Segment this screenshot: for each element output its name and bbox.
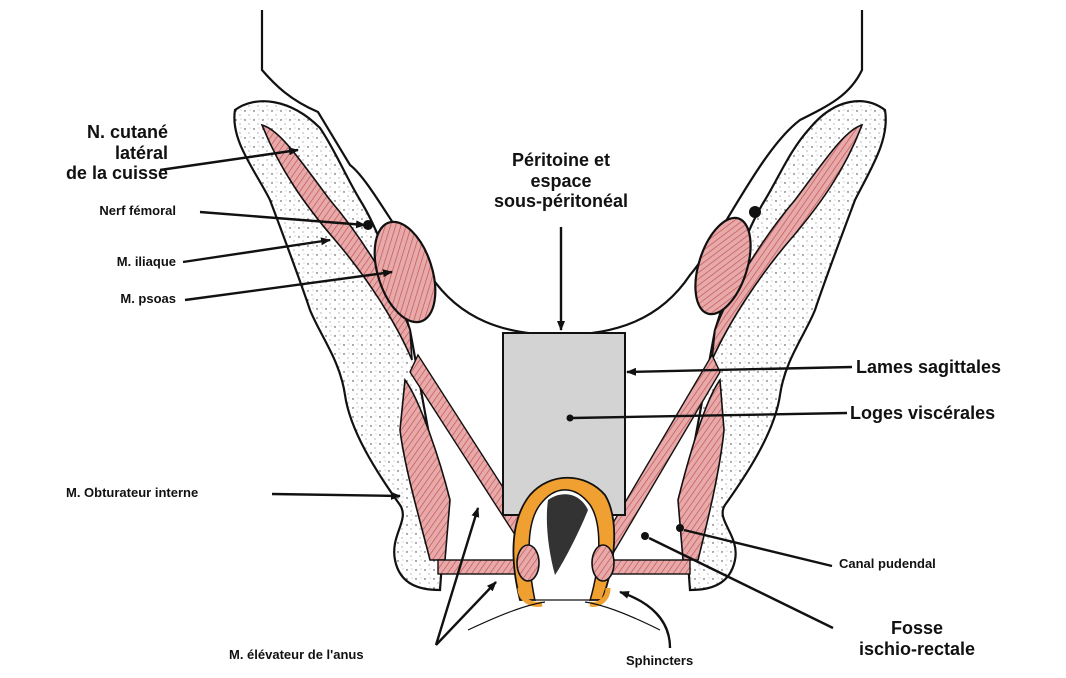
label-loges-viscerales: Loges viscérales bbox=[850, 403, 995, 424]
label-m-iliaque: M. iliaque bbox=[40, 255, 176, 270]
arrow-obturateur bbox=[272, 494, 400, 496]
label-line: N. cutané bbox=[26, 122, 168, 143]
label-lames-sagittales: Lames sagittales bbox=[856, 357, 1001, 378]
left-iliac-bone bbox=[234, 101, 445, 590]
label-line: Péritoine et bbox=[450, 150, 672, 171]
label-m-elevateur: M. élévateur de l'anus bbox=[229, 648, 364, 663]
left-sphincter bbox=[517, 545, 539, 581]
label-line: Fosse bbox=[832, 618, 1002, 639]
label-line: sous-péritonéal bbox=[450, 191, 672, 212]
label-canal-pudendal: Canal pudendal bbox=[839, 557, 936, 572]
label-m-psoas: M. psoas bbox=[40, 292, 176, 307]
right-sphincter bbox=[592, 545, 614, 581]
label-nerf-femoral: Nerf fémoral bbox=[40, 204, 176, 219]
label-sphincters: Sphincters bbox=[626, 654, 693, 669]
label-line: espace bbox=[450, 171, 672, 192]
arrow-sphincters bbox=[620, 592, 670, 648]
label-m-obturateur: M. Obturateur interne bbox=[66, 486, 198, 501]
label-line: latéral bbox=[26, 143, 168, 164]
right-femoral-nerve bbox=[749, 206, 761, 218]
label-line: de la cuisse bbox=[26, 163, 168, 184]
fosse-dot bbox=[641, 532, 649, 540]
canal-pudendal-dot bbox=[676, 524, 684, 532]
label-line: ischio-rectale bbox=[832, 639, 1002, 660]
right-floor-bar bbox=[612, 560, 690, 574]
arrow-fosse bbox=[649, 538, 833, 628]
